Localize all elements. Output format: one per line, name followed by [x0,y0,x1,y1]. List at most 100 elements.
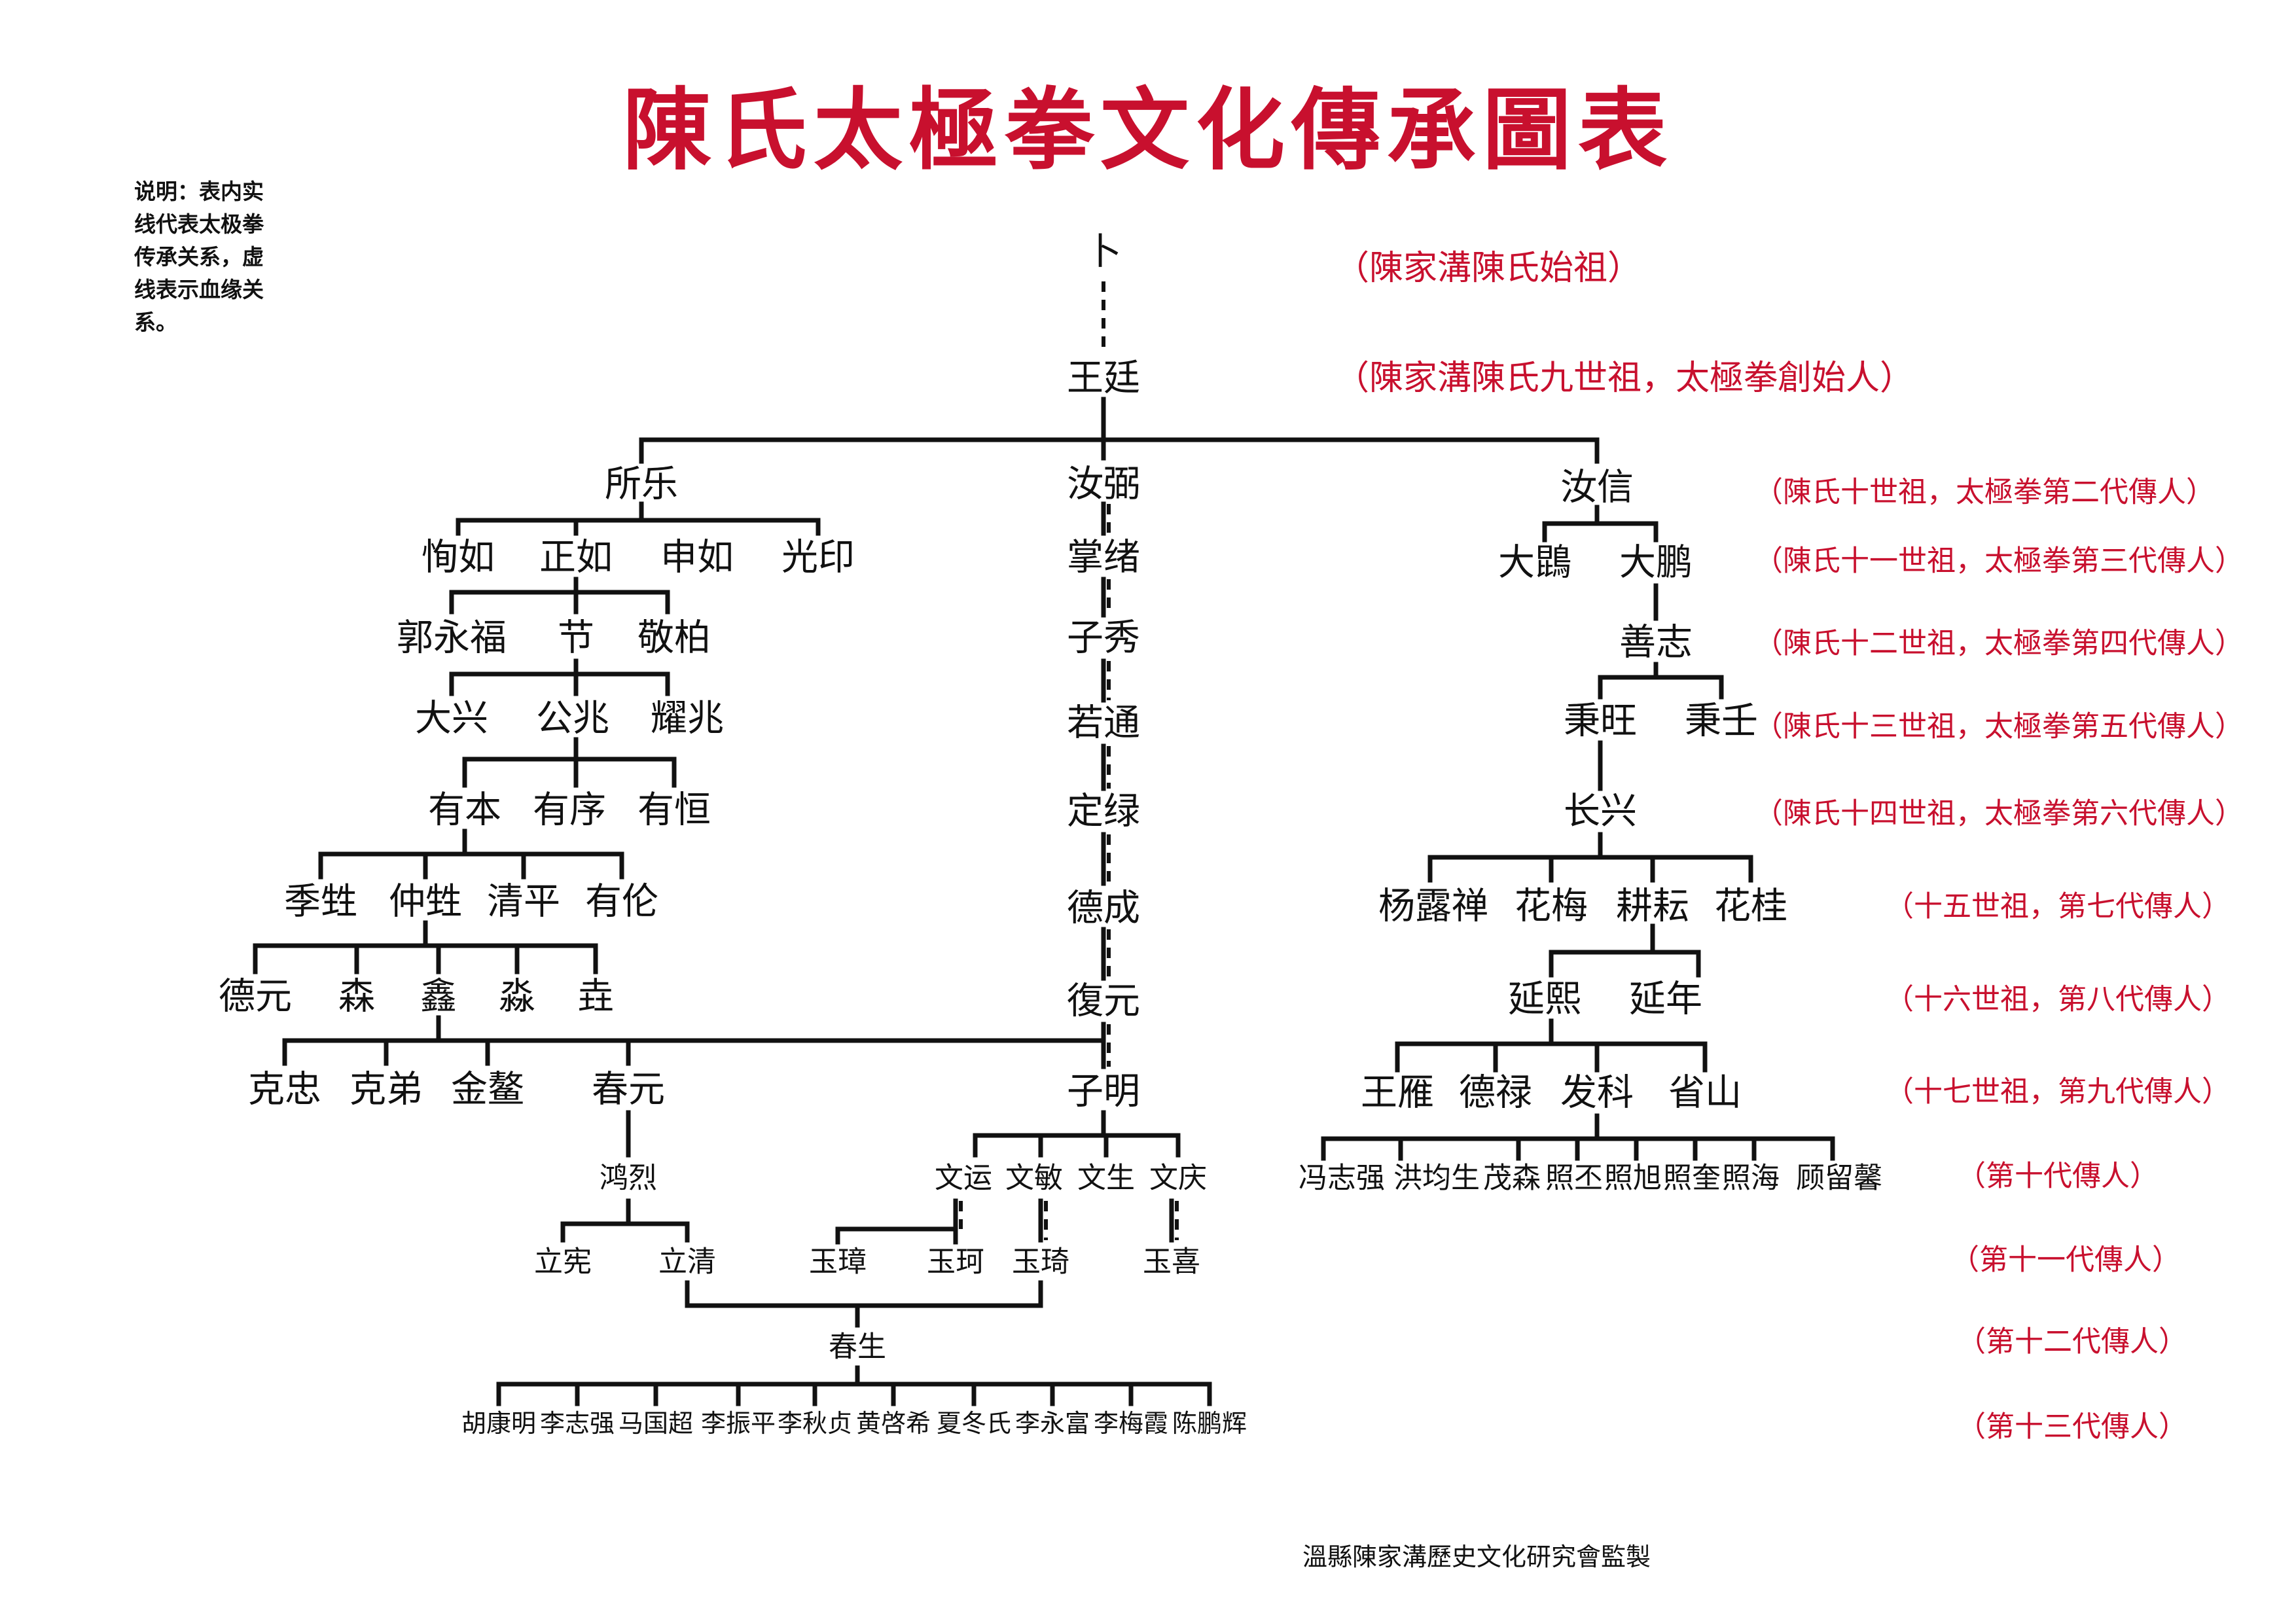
person-fuyuan: 復元 [1067,980,1140,1023]
person-youheng: 有恒 [637,789,711,832]
credit-line: 溫縣陳家溝歷史文化研究會監製 [1302,1543,1651,1571]
person-g13-9: 李梅霞 [1094,1409,1168,1438]
person-g10-right-3: 茂森 [1483,1162,1541,1195]
person-labels: 卜 王廷 所乐 汝弼 汝信 恂如 正如 申如 光印 掌绪 大鵾 大鹏 郭永福 节… [219,231,1882,1438]
person-dadi: 大鵾 [1498,542,1571,584]
person-shengshan: 省山 [1668,1072,1742,1115]
person-g10-right-5: 照旭 [1604,1162,1662,1195]
person-yuqi: 玉琦 [1012,1245,1069,1279]
generation-label-7: （十五世祖，第七代傳人） [1885,890,2231,923]
person-kezhong: 克忠 [248,1069,321,1111]
person-bu: 卜 [1085,231,1122,274]
chart-title: 陳氏太極拳文化傳承圖表 [622,78,1674,183]
generation-label-5: （陳氏十三世祖，太極拳第五代傳人） [1754,710,2244,743]
person-xunru: 恂如 [422,537,495,579]
person-dinglu: 定绿 [1067,791,1140,833]
person-yangluchan: 杨露禅 [1378,885,1488,928]
person-liqing: 立清 [658,1245,716,1279]
person-xin: 鑫 [420,976,457,1018]
person-g13-4: 李振平 [701,1409,776,1438]
person-bingren: 秉壬 [1685,700,1758,743]
person-g13-1: 胡康明 [461,1409,536,1438]
person-chunyuan: 春元 [592,1069,665,1111]
person-youben: 有本 [428,789,501,832]
person-sen: 森 [338,976,375,1018]
person-g10-right-8: 顾留馨 [1796,1162,1882,1195]
person-daxing: 大兴 [415,698,488,740]
person-chunsheng: 春生 [829,1330,886,1364]
generation-label-9: （十七世祖，第九代傳人） [1885,1075,2231,1109]
person-fake: 发科 [1560,1072,1634,1115]
person-bingwang: 秉旺 [1564,700,1637,743]
connector-lines [253,281,1835,1406]
person-wenqing: 文庆 [1149,1162,1207,1195]
person-yuke: 玉珂 [927,1245,984,1279]
person-zhengru: 正如 [539,537,613,579]
person-zhongsheng: 仲甡 [389,881,462,923]
generation-label-10: （第十代傳人） [1957,1160,2159,1193]
person-g10-right-6: 照奎 [1663,1162,1721,1195]
person-wangting: 王廷 [1067,357,1140,400]
generation-label-6: （陳氏十四世祖，太極拳第六代傳人） [1754,797,2244,830]
person-deyuan: 德元 [219,976,292,1018]
legend-note: 说明：表内实线代表太极拳传承关系，虚线表示血缘关系。 [134,179,264,335]
person-huagui: 花桂 [1714,885,1787,928]
person-g13-3: 马国超 [619,1409,693,1438]
person-g13-7: 夏冬氏 [937,1409,1011,1438]
person-yanxi: 延熙 [1508,978,1581,1021]
person-dapeng: 大鹏 [1619,542,1693,584]
generation-label-8: （十六世祖，第八代傳人） [1885,983,2231,1016]
person-g10-right-7: 照海 [1722,1162,1780,1195]
person-rumi: 汝弼 [1067,463,1140,506]
person-g13-2: 李志强 [540,1409,615,1438]
person-zhangxu: 掌绪 [1067,537,1140,579]
person-g13-5: 李秋贞 [778,1409,852,1438]
person-youxu: 有序 [533,789,606,832]
person-g13-8: 李永富 [1015,1409,1090,1438]
person-honglie: 鸿烈 [600,1162,657,1195]
person-g10-right-2: 洪均生 [1393,1162,1480,1195]
person-gui: 垚 [577,976,614,1018]
person-changxing: 长兴 [1564,791,1637,833]
person-yannian: 延年 [1629,978,1702,1021]
person-kedi: 克弟 [350,1069,423,1111]
person-huamei: 花梅 [1515,885,1588,928]
person-yaozhao: 耀兆 [651,698,724,740]
generation-label-4: （陳氏十二世祖，太極拳第四代傳人） [1754,627,2244,660]
person-yuxi: 玉喜 [1143,1245,1200,1279]
person-gengyun: 耕耘 [1616,885,1689,928]
person-youlun: 有伦 [585,881,658,923]
person-ruotong: 若通 [1067,702,1140,745]
person-wenyun: 文运 [935,1162,992,1195]
generation-label-3: （陳氏十一世祖，太極拳第三代傳人） [1754,544,2244,578]
person-ruxin: 汝信 [1560,467,1634,509]
person-guangyin: 光印 [781,537,855,579]
person-g13-10: 陈鹏辉 [1172,1409,1247,1438]
person-jie: 节 [558,617,594,660]
person-jisheng: 季甡 [284,881,357,923]
person-decheng: 德成 [1067,887,1140,930]
generation-label-13: （第十三代傳人） [1957,1410,2187,1444]
person-shenru: 申如 [660,537,734,579]
person-guoyongfu: 郭永福 [397,617,507,660]
person-delu: 德禄 [1459,1072,1532,1115]
generation-label-1: （陳家溝陳氏九世祖，太極拳創始人） [1335,359,1914,398]
person-lixian: 立宪 [534,1245,592,1279]
person-qingping: 清平 [487,881,560,923]
person-yuzhang: 玉璋 [809,1245,867,1279]
person-g13-6: 黄啓希 [856,1409,931,1438]
person-wangyan: 王雁 [1361,1072,1434,1115]
person-miao: 淼 [499,976,535,1018]
generation-label-2: （陳氏十世祖，太極拳第二代傳人） [1754,476,2215,509]
generation-label-11: （第十一代傳人） [1950,1243,2181,1277]
person-ziming: 子明 [1067,1071,1140,1113]
generation-label-0: （陳家溝陳氏始祖） [1335,249,1641,288]
person-g10-right-4: 照丕 [1545,1162,1603,1195]
person-suole: 所乐 [605,463,678,506]
generation-label-12: （第十二代傳人） [1957,1325,2187,1359]
person-jingbai: 敬柏 [637,617,711,660]
generation-labels: （陳家溝陳氏始祖） （陳家溝陳氏九世祖，太極拳創始人） （陳氏十世祖，太極拳第二… [1335,249,2244,1444]
person-wenmin: 文敏 [1005,1162,1063,1195]
